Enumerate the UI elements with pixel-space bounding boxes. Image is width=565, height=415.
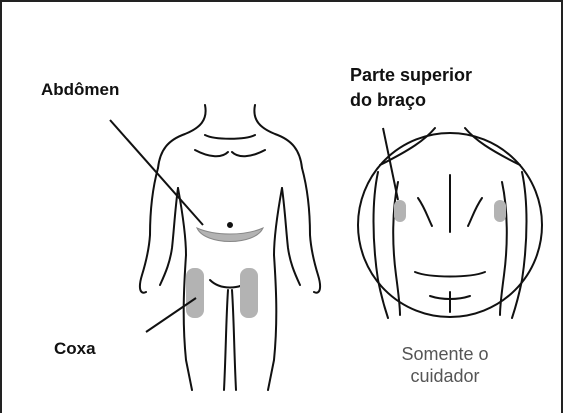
upper-arm-pointer-line <box>382 127 399 201</box>
upper-arm-label-line2: do braço <box>350 90 427 110</box>
back-view-figure <box>357 127 543 319</box>
abdomen-pointer-line <box>109 119 204 226</box>
injection-site-thigh-left <box>186 268 204 318</box>
abdomen-label: Abdômen <box>41 80 120 99</box>
thigh-label: Coxa <box>54 339 96 358</box>
injection-site-abdomen <box>196 227 264 242</box>
upper-arm-label-line1: Parte superior <box>350 65 473 85</box>
injection-site-upper-arm-left <box>394 200 406 222</box>
front-body-figure <box>138 104 322 391</box>
injection-site-upper-arm-right <box>494 200 506 222</box>
upper-arm-label: Parte superior do braço <box>350 63 472 113</box>
thigh-pointer-line <box>145 297 197 333</box>
caretaker-label-line1: Somente o <box>401 344 489 364</box>
caretaker-only-label: Somente o cuidador <box>375 343 515 387</box>
injection-site-thigh-right <box>240 268 258 318</box>
caretaker-label-line2: cuidador <box>410 366 480 386</box>
